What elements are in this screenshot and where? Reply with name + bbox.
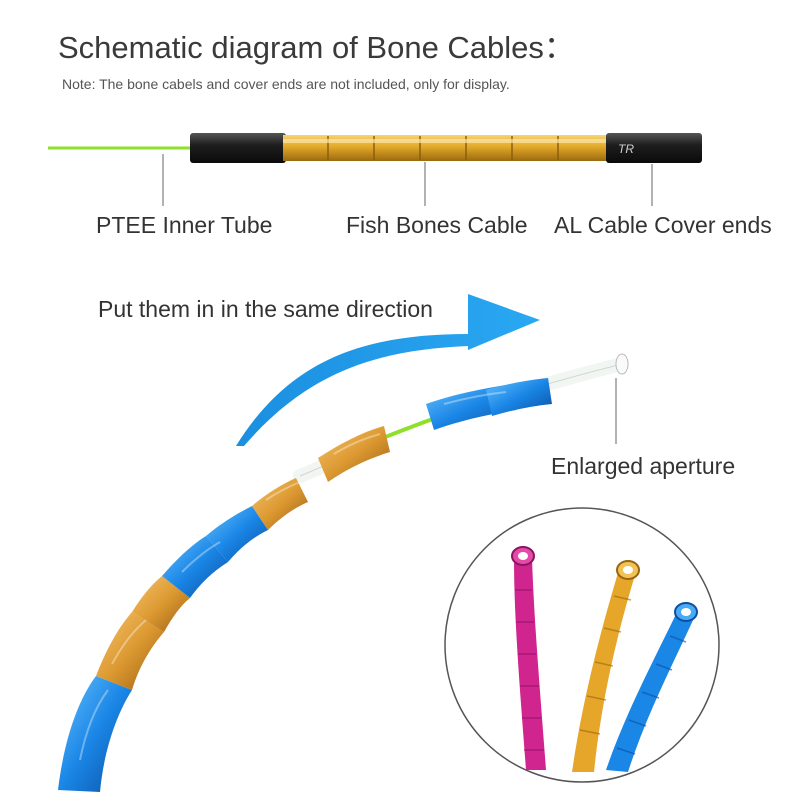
display-note: Note: The bone cabels and cover ends are…	[62, 76, 510, 92]
diagram-title: Schematic diagram of Bone Cables：	[58, 30, 575, 65]
label-enlarged-aperture: Enlarged aperture	[551, 453, 736, 479]
fish-bones-cable	[283, 135, 609, 161]
direction-instruction: Put them in in the same direction	[98, 296, 433, 322]
enlarged-aperture-circle	[444, 507, 720, 783]
cover-brand-logo: TR	[618, 142, 634, 156]
curved-fish-bones-cable	[58, 378, 552, 792]
direction-arrow	[236, 294, 540, 446]
label-al-cable-cover-ends: AL Cable Cover ends	[554, 212, 772, 238]
cable-cover-end-left	[190, 133, 286, 163]
blue-cable	[606, 610, 694, 772]
cable-cover-end-right	[606, 133, 702, 163]
pink-cable	[514, 558, 546, 770]
aperture-cables	[511, 546, 698, 772]
label-fish-bones-cable: Fish Bones Cable	[346, 212, 528, 238]
label-ptee-inner-tube: PTEE Inner Tube	[96, 212, 273, 238]
orange-cable	[572, 566, 636, 772]
